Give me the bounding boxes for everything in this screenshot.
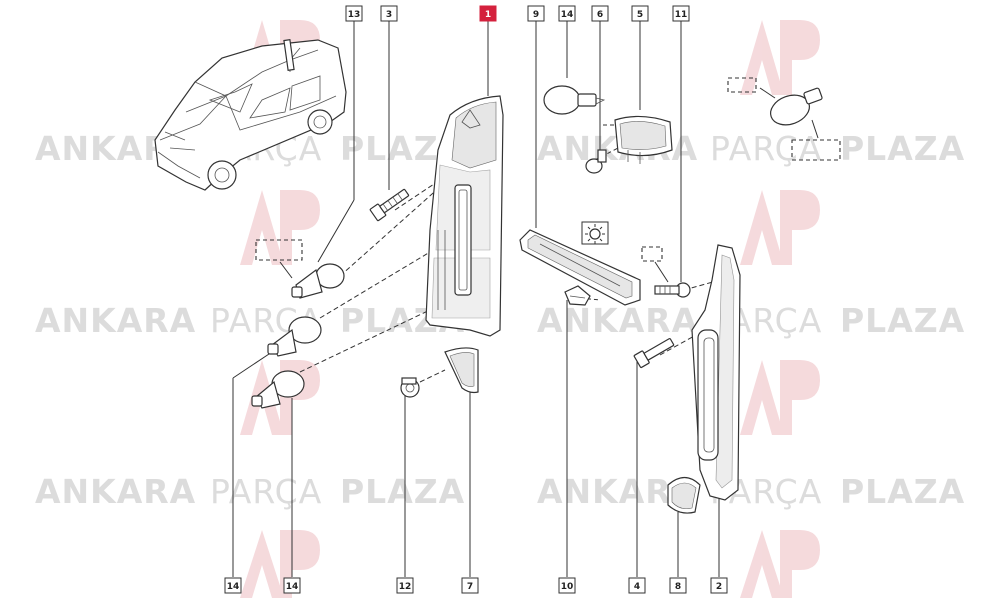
bulb-part-top-right [770, 87, 823, 126]
dashed-box-screw [641, 246, 663, 262]
watermark-brand-1: ANKARA [35, 301, 196, 340]
callout-label: 14 [227, 582, 240, 592]
light-bulb-symbol-icon [581, 221, 609, 245]
watermark-brand-3: PLAZA [340, 472, 465, 511]
vehicle-illustration [154, 39, 347, 191]
reflector-part-8 [667, 476, 701, 514]
bulb-part-14-top [543, 85, 606, 115]
bolt-part-4 [633, 338, 675, 369]
callout-label: 3 [386, 10, 392, 20]
socket-arrow [279, 261, 293, 279]
bulb-part-6 [585, 149, 607, 174]
arrow-screw [654, 261, 669, 283]
callout-10[interactable]: 10 [558, 577, 576, 594]
watermark-brand-2: PARÇA [210, 472, 322, 511]
arrow-top-right-2 [811, 119, 819, 139]
callout-13[interactable]: 13 [345, 5, 363, 22]
watermark-brand-2: PARÇA [710, 129, 822, 168]
callout-label: 1 [485, 10, 491, 20]
dashed-box-top-right-large [791, 139, 841, 161]
watermark-logo [240, 20, 820, 598]
screw-part-11 [654, 282, 691, 298]
lamp-housing-part-5 [614, 115, 673, 164]
callout-label: 11 [675, 10, 688, 20]
callout-label: 10 [561, 582, 574, 592]
callout-11[interactable]: 11 [672, 5, 690, 22]
callout-8[interactable]: 8 [669, 577, 687, 594]
side-light-part-2 [691, 244, 741, 501]
callout-label: 13 [348, 10, 361, 20]
callout-14-bottom-right[interactable]: 14 [283, 577, 301, 594]
brake-light-part-9 [519, 229, 641, 306]
callout-7[interactable]: 7 [461, 577, 479, 594]
watermark-brand-3: PLAZA [840, 129, 965, 168]
callouts: 13 3 1 9 14 6 5 11 [224, 5, 728, 594]
callout-5[interactable]: 5 [631, 5, 649, 22]
dashed-box-top-right-small [727, 77, 757, 93]
leader-lines [232, 21, 721, 577]
reflector-part-7 [444, 347, 479, 394]
callout-label: 5 [637, 10, 643, 20]
bulb-part-13 [291, 263, 345, 299]
callout-1-selected[interactable]: 1 [479, 5, 497, 22]
callout-label: 4 [634, 582, 640, 592]
callout-12[interactable]: 12 [396, 577, 414, 594]
watermark-brand-1: ANKARA [537, 301, 698, 340]
callout-14-bottom-left[interactable]: 14 [224, 577, 242, 594]
callout-label: 14 [561, 10, 574, 20]
callout-9[interactable]: 9 [527, 5, 545, 22]
callout-6[interactable]: 6 [591, 5, 609, 22]
arrow-top-right [759, 87, 776, 99]
callout-label: 14 [286, 582, 299, 592]
tail-light-assembly [425, 95, 504, 337]
bulb-holder-part-10 [564, 285, 591, 306]
callout-label: 12 [399, 582, 412, 592]
dashed-socket-box-left [255, 239, 303, 261]
callout-2[interactable]: 2 [710, 577, 728, 594]
watermark-brand-3: PLAZA [840, 472, 965, 511]
callout-label: 8 [675, 582, 681, 592]
callout-label: 9 [533, 10, 539, 20]
bulb-part-14-left-upper [267, 316, 322, 357]
callout-label: 2 [716, 582, 722, 592]
callout-3[interactable]: 3 [380, 5, 398, 22]
watermark-brand-1: ANKARA [35, 472, 196, 511]
callout-14-top[interactable]: 14 [558, 5, 576, 22]
bolt-part-3 [369, 188, 410, 222]
callout-label: 6 [597, 10, 603, 20]
callout-4[interactable]: 4 [628, 577, 646, 594]
bulb-part-14-left-lower [251, 370, 305, 409]
callout-label: 7 [467, 582, 473, 592]
watermark-brand-3: PLAZA [840, 301, 965, 340]
bolt-part-12 [400, 377, 420, 398]
